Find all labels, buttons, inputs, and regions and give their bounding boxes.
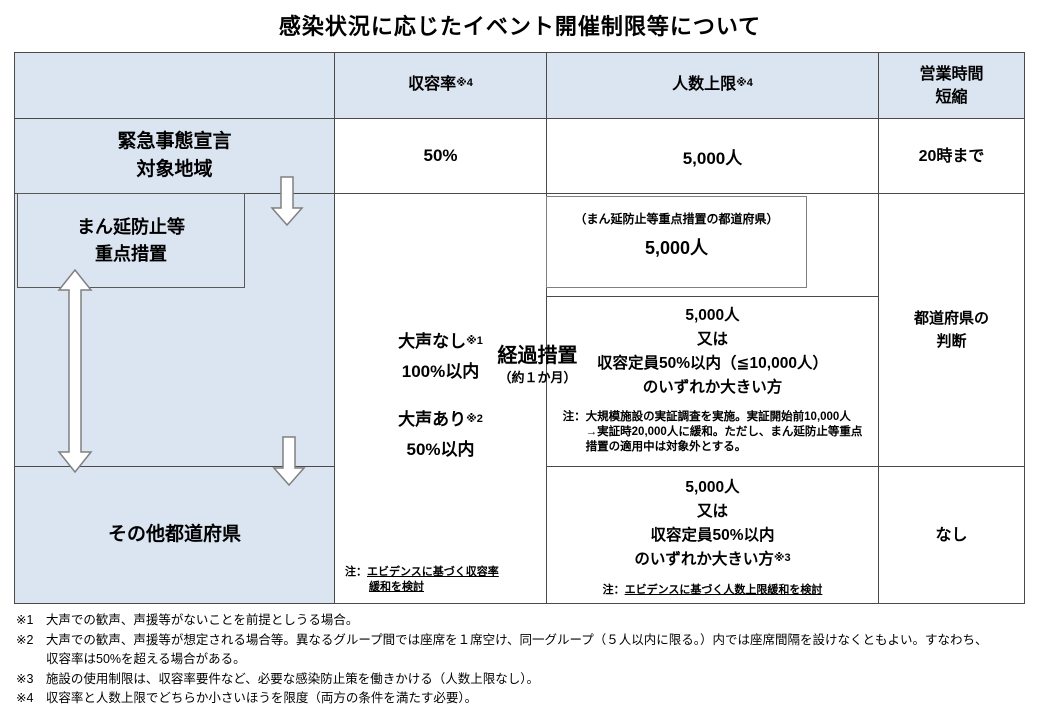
down-arrow-icon	[270, 176, 304, 226]
cell-emergency-limit: 5,000人	[546, 118, 879, 194]
capacity-note-line2: 緩和を検討	[369, 581, 424, 593]
footnote-1: ※1 大声での歓声、声援等がないことを前提としうる場合。	[16, 613, 359, 627]
header-hours-line1: 営業時間	[919, 65, 984, 83]
footnote-2-continued: 収容率は50%を超える場合がある。	[46, 652, 246, 666]
row-label-emergency-declaration: 緊急事態宣言 対象地域	[14, 118, 335, 194]
priority-measures-box: まん延防止等 重点措置	[17, 193, 245, 288]
limit-transition-note: 注：大規模施設の実証調査を実施。実証開始前10,000人 →実証時20,000人…	[563, 410, 863, 455]
limit-line-5000: 5,000人	[685, 307, 740, 324]
limit-note-line2: →実証時20,000人に緩和。ただし、まん延防止等重点	[585, 426, 863, 438]
capacity-conditions: 大声なし※1 100%以内 大声あり※2 50%以内	[335, 328, 546, 464]
footnote-ref-4: ※4	[456, 77, 473, 89]
capacity-evidence-note: 注：エビデンスに基づく収容率 緩和を検討	[345, 565, 544, 595]
header-capacity-label: 収容率※4	[408, 76, 473, 93]
limit-others-lines: 5,000人 又は 収容定員50%以内 のいずれか大きい方※3	[634, 476, 790, 573]
limit-line-50pct: 収容定員50%以内（≦10,000人）	[597, 355, 828, 372]
up-down-arrow-icon	[57, 269, 93, 473]
page-title: 感染状況に応じたイベント開催制限等について	[278, 14, 762, 39]
limit-others-note: 注：エビデンスに基づく人数上限緩和を検討	[602, 584, 823, 596]
hours-judgement-line2: 判断	[936, 333, 967, 350]
capacity-no-shouting-line: 大声なし※1	[398, 332, 483, 351]
footnote-3: ※3 施設の使用制限は、収容率要件など、必要な感染防止策を働きかける（人数上限な…	[16, 671, 540, 686]
cell-hours-none: なし	[878, 466, 1025, 604]
footnote-ref-1: ※1	[466, 335, 483, 347]
footnotes: ※1 大声での歓声、声援等がないことを前提としうる場合。 ※2 大声での歓声、声…	[16, 611, 1034, 709]
priority-label-line2: 重点措置	[95, 243, 167, 264]
transitional-measures-label: 経過措置 （約１か月）	[35, 343, 1040, 387]
emergency-label-line1: 緊急事態宣言	[117, 131, 232, 152]
footnote-ref-3: ※3	[773, 552, 791, 564]
row-label-other-prefectures: その他都道府県	[14, 466, 335, 604]
limit-priority-caption: （まん延防止等重点措置の都道府県）	[574, 212, 779, 226]
emergency-label-line2: 対象地域	[136, 159, 213, 180]
cell-hours-prefecture-judgement: 都道府県の 判断	[878, 193, 1025, 467]
hours-judgement-line1: 都道府県の	[913, 310, 989, 327]
limit-line-larger: のいずれか大きい方※3	[634, 551, 791, 568]
footnote-2: ※2 大声での歓声、声援等が想定される場合等。異なるグループ間では座席を１席空け…	[16, 632, 988, 647]
limit-note-line3: 措置の適用中は対象外とする。	[585, 441, 747, 453]
limit-note-line1: 注：大規模施設の実証調査を実施。実証開始前10,000人	[562, 411, 851, 423]
header-cell-business-hours: 営業時間 短縮	[878, 52, 1025, 119]
header-cell-capacity: 収容率※4	[334, 52, 547, 119]
cell-capacity-merged: 大声なし※1 100%以内 大声あり※2 50%以内 注：エビデンスに基づく収容…	[334, 193, 547, 604]
capacity-50-line: 50%以内	[406, 440, 475, 459]
capacity-100-line: 100%以内	[401, 362, 480, 381]
footnote-ref-2: ※2	[466, 413, 483, 425]
footnote-4: ※4 収容率と人数上限でどちらか小さいほうを限度（両方の条件を満たす必要）。	[16, 691, 478, 705]
footnote-ref-4: ※4	[736, 77, 753, 89]
header-cell-people-limit: 人数上限※4	[546, 52, 879, 119]
limit-line-or: 又は	[696, 503, 728, 520]
cell-emergency-capacity: 50%	[334, 118, 547, 194]
limit-line-or: 又は	[696, 331, 728, 348]
capacity-note-line1: 注：エビデンスに基づく収容率	[345, 566, 499, 578]
limit-line-50pct: 収容定員50%以内	[650, 527, 775, 544]
capacity-shouting-line: 大声あり※2	[398, 410, 483, 429]
cell-limit-others: 5,000人 又は 収容定員50%以内 のいずれか大きい方※3 注：エビデンスに…	[546, 466, 879, 604]
cell-limit-transitional: 5,000人 又は 収容定員50%以内（≦10,000人） のいずれか大きい方 …	[546, 296, 879, 467]
limit-priority-inner-box: （まん延防止等重点措置の都道府県） 5,000人	[546, 196, 807, 288]
limit-transition-lines: 5,000人 又は 収容定員50%以内（≦10,000人） のいずれか大きい方	[597, 304, 828, 400]
limit-line-larger: のいずれか大きい方	[642, 379, 783, 396]
transition-sublabel: （約１か月）	[498, 370, 577, 385]
header-hours-line2: 短縮	[935, 88, 968, 106]
header-cell-blank	[14, 52, 335, 119]
header-people-limit-label: 人数上限※4	[672, 76, 753, 93]
down-arrow-icon	[272, 436, 306, 486]
transition-label: 経過措置	[497, 345, 578, 367]
spacer	[335, 386, 546, 406]
priority-label-line1: まん延防止等	[77, 216, 185, 237]
limit-priority-value: 5,000人	[644, 238, 709, 258]
limit-line-5000: 5,000人	[685, 479, 740, 496]
cell-emergency-hours: 20時まで	[878, 118, 1025, 194]
